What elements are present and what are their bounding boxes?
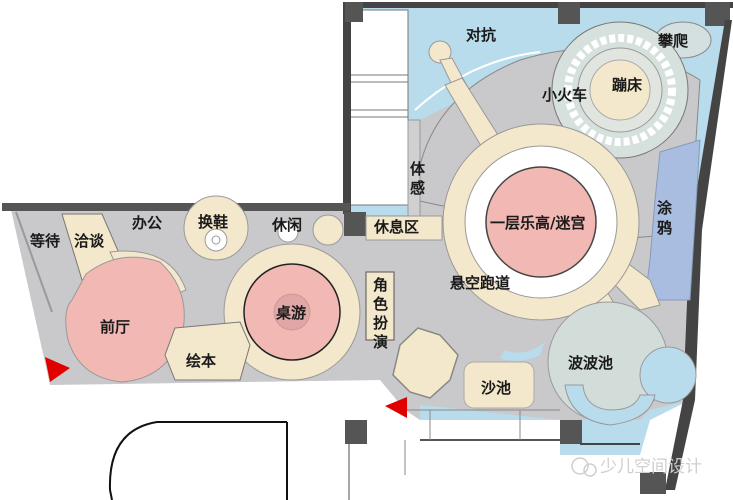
role-play-zone	[365, 271, 395, 341]
label-negotiation: 洽谈	[74, 232, 105, 250]
label-rest-area: 休息区	[373, 218, 419, 236]
adjacent-building-outline	[108, 421, 288, 500]
label-role-play-4: 演	[373, 333, 388, 351]
label-board-games: 桌游	[275, 304, 306, 322]
label-role-play-3: 扮	[373, 314, 388, 332]
room-labels: 等待 洽谈 办公 换鞋 休闲 休息区 前厅 桌游 绘本 角 色 扮 演 体 感 …	[30, 26, 689, 397]
wechat-icon	[571, 457, 589, 475]
leisure-table-small	[277, 221, 299, 243]
waiting-bench	[15, 211, 53, 313]
wechat-icon-small	[583, 463, 597, 477]
entrance-marker-left	[45, 357, 70, 382]
label-motion-sensing-1: 体	[410, 160, 426, 178]
white-rooms	[347, 9, 409, 206]
rest-area-strip	[365, 215, 443, 241]
label-sand-pool: 沙池	[481, 379, 511, 397]
board-games-zone	[223, 243, 361, 381]
label-ball-pool: 波波池	[568, 354, 613, 372]
label-waiting: 等待	[30, 232, 60, 250]
label-leisure: 休闲	[271, 216, 302, 234]
motion-sensing-strip	[407, 119, 421, 217]
label-role-play-1: 角	[373, 276, 388, 294]
ball-pool-zone	[500, 301, 697, 426]
shoe-change-zone	[183, 195, 249, 261]
entrance-marker-bottom	[385, 397, 407, 418]
label-shoe-change: 换鞋	[198, 213, 228, 231]
front-hall-zone	[65, 256, 185, 383]
label-front-hall: 前厅	[100, 318, 130, 336]
leisure-table	[312, 214, 344, 246]
watermark-text: 少儿空间设计	[600, 457, 702, 477]
label-confrontation: 对抗	[466, 26, 496, 44]
label-climbing: 攀爬	[657, 32, 689, 50]
label-role-play-2: 色	[373, 295, 388, 313]
trampoline-zone	[551, 21, 689, 159]
sand-pool-zone	[463, 361, 535, 409]
label-picture-books: 绘本	[186, 352, 216, 370]
label-motion-sensing-2: 感	[410, 179, 425, 197]
label-graffiti-1: 涂	[657, 199, 673, 217]
octagon-room	[392, 327, 459, 399]
watermark: 少儿空间设计	[571, 457, 702, 477]
label-office: 办公	[132, 214, 162, 232]
label-graffiti-2: 鸦	[657, 219, 672, 237]
picture-books-zone	[164, 321, 251, 381]
label-sky-track: 悬空跑道	[450, 274, 510, 292]
label-trampoline: 蹦床	[612, 76, 643, 94]
label-little-train: 小火车	[542, 86, 587, 104]
label-lego-maze: 一层乐高/迷宫	[490, 214, 585, 232]
